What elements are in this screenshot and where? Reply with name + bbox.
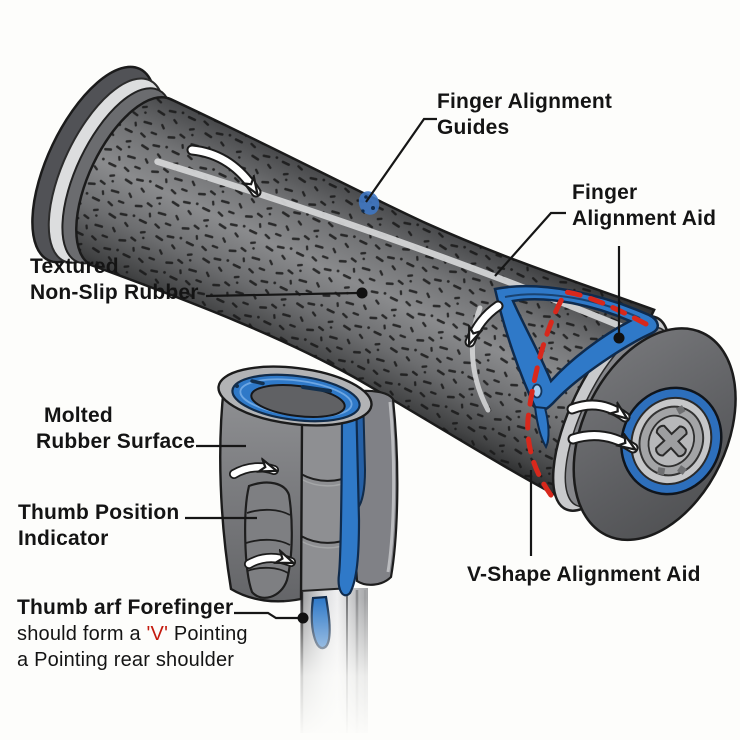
leader-dot	[613, 332, 625, 344]
label-textured-non-slip-rubber: Textured Non-Slip Rubber	[30, 254, 199, 306]
label-line: Alignment Aid	[572, 207, 717, 230]
shell-right-highlight	[386, 401, 396, 573]
label-thumb-position-indicator: Thumb Position Indicator	[18, 500, 179, 552]
rim-navy-dash	[301, 385, 332, 393]
label-line: Thumb arf Forefinger	[17, 596, 234, 619]
rim-opening	[250, 384, 346, 418]
finger-guide-paint-mark	[358, 191, 380, 215]
label-thumb-v-note: Thumb arf Forefinger should form a 'V' P…	[17, 595, 248, 673]
leader-lines	[185, 117, 625, 624]
label-finger-alignment-guides: Finger Alignment Guides	[437, 89, 612, 141]
inset-arrow-lower	[244, 558, 291, 569]
note-red-v: 'V'	[146, 623, 169, 645]
note-text: Pointing	[168, 623, 248, 645]
thumb-ridge-line	[245, 538, 291, 546]
thumb-ridge-line	[246, 508, 291, 516]
grip-texture	[76, 97, 655, 500]
inset-arrow-upper	[229, 467, 274, 479]
blue-lining-strip	[337, 393, 361, 597]
leader-dot	[356, 287, 368, 299]
end-cap-clover	[655, 424, 688, 458]
label-line: Finger Alignment	[437, 90, 613, 113]
end-cap-face	[620, 386, 723, 496]
label-line: Guides	[437, 116, 510, 139]
cap-notch	[657, 467, 666, 476]
leader-finger-aid	[494, 211, 566, 277]
cap-arrow-lower	[567, 430, 639, 454]
note-text: should form a	[17, 623, 147, 645]
cap-notch	[675, 405, 686, 415]
grip-mid-arrow	[464, 300, 504, 342]
label-line: V-Shape Alignment Aid	[467, 563, 701, 586]
thumb-ridge-line	[246, 566, 289, 574]
label-line: Non-Slip Rubber	[30, 281, 199, 304]
label-line: Rubber Surface	[36, 430, 196, 453]
grip-top-arrow	[186, 144, 262, 198]
rim-navy-dash	[250, 379, 265, 386]
label-line: Indicator	[18, 527, 109, 550]
leader-finger-guides	[365, 117, 437, 203]
cap-notch	[677, 465, 687, 475]
label-line: Molted	[44, 404, 113, 427]
cap-arrow-upper	[566, 399, 631, 423]
leader-textured	[205, 291, 359, 298]
label-finger-alignment-aid: Finger Alignment Aid	[572, 180, 716, 232]
v-shape-dashed-guide	[525, 289, 649, 501]
label-line: Thumb Position	[18, 501, 180, 524]
leader-thumb-v	[234, 611, 298, 620]
label-line: should form a 'V' Pointing	[17, 621, 248, 647]
label-line: Finger	[572, 181, 638, 204]
alignment-ridge-tail	[533, 405, 550, 450]
leader-dot	[297, 612, 309, 624]
label-line: a Pointing rear shoulder	[17, 649, 235, 671]
label-line: Textured	[30, 255, 119, 278]
label-v-shape-alignment-aid: V-Shape Alignment Aid	[467, 562, 701, 588]
highlight-curve	[470, 305, 491, 413]
label-molted-rubber-surface: Molted Rubber Surface	[36, 403, 195, 455]
rim-navy-dot	[235, 384, 239, 388]
cross-section-inset	[217, 365, 399, 740]
rotation-arrows	[186, 144, 639, 569]
